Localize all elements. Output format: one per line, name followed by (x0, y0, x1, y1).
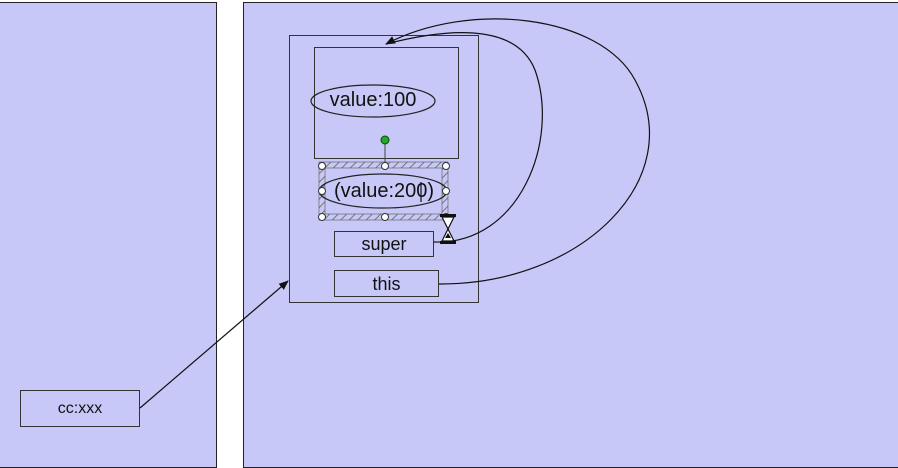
super-reference-curve (385, 32, 543, 243)
stack-variable-label: cc:xxx (57, 400, 103, 417)
hourglass-icon (440, 214, 456, 244)
child-value-label: (value:200) (333, 180, 435, 202)
resize-handle-icon (442, 187, 450, 195)
resize-handle-icon (381, 162, 389, 170)
resize-handle-icon (318, 213, 326, 221)
parent-value-label: value:100 (329, 89, 417, 111)
reference-arrow (139, 280, 289, 409)
resize-handle-icon (442, 162, 450, 170)
resize-handle-icon (381, 213, 389, 221)
stack-variable-box[interactable]: cc:xxx (20, 390, 140, 427)
this-reference-curve (385, 18, 650, 285)
this-label: this (372, 274, 401, 294)
parent-section-box[interactable] (314, 47, 459, 159)
resize-handle-icon (318, 187, 326, 195)
resize-handle-icon (318, 162, 326, 170)
this-box[interactable]: this (334, 270, 439, 297)
parent-value-ellipse (310, 84, 436, 118)
super-box[interactable]: super (334, 231, 434, 257)
object-box[interactable] (289, 35, 479, 303)
rotation-handle-icon (380, 135, 390, 145)
super-label: super (361, 234, 407, 254)
